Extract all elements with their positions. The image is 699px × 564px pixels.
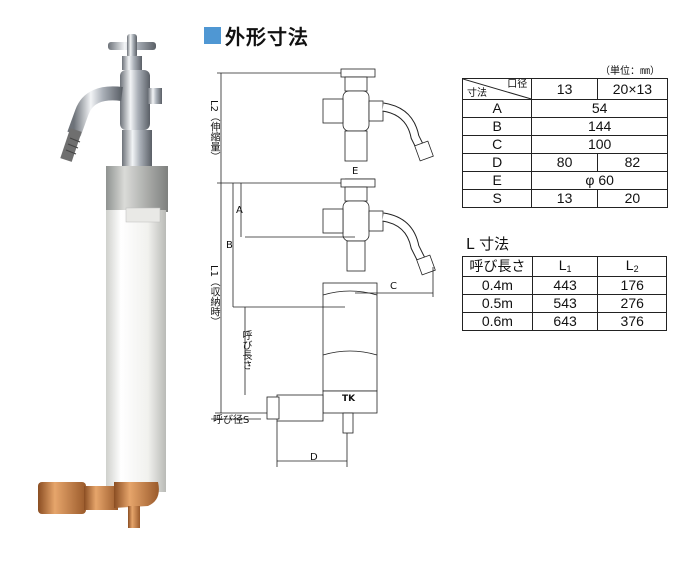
row-label: C bbox=[461, 135, 533, 154]
table-row: 0.6m 643 376 bbox=[462, 312, 667, 331]
table-cell: 376 bbox=[597, 312, 667, 331]
column-header: L2 bbox=[597, 256, 667, 277]
technical-drawing bbox=[211, 68, 436, 467]
table-cell: 0.4m bbox=[462, 276, 533, 295]
table-cell: 176 bbox=[597, 276, 667, 295]
table-cell: 0.6m bbox=[462, 312, 533, 331]
table-row: D 80 82 bbox=[461, 153, 669, 172]
row-label: A bbox=[461, 99, 533, 118]
label-l1: L1（収納時） bbox=[208, 265, 219, 327]
column-header: 呼び長さ bbox=[462, 256, 533, 277]
table-cell: 0.5m bbox=[462, 294, 533, 313]
table-cell: 80 bbox=[531, 153, 598, 172]
column-header: L1 bbox=[531, 256, 599, 277]
table-cell: 276 bbox=[597, 294, 667, 313]
label-nominal-length: 呼び長さ bbox=[240, 330, 251, 370]
table-cell: 20 bbox=[596, 189, 669, 208]
l2-subscript: 2 bbox=[633, 264, 639, 274]
l2-header: L bbox=[625, 257, 634, 273]
heading-text: 外形寸法 bbox=[225, 24, 309, 49]
brand-mark: TK bbox=[342, 394, 356, 404]
dimension-table: 口径 寸法 13 20×13 A 54 B 144 C 100 D 80 82 … bbox=[461, 78, 669, 208]
header-left-label: 寸法 bbox=[467, 88, 487, 99]
product-photo bbox=[38, 34, 168, 528]
column-header: 13 bbox=[531, 78, 598, 100]
table-row: B 144 bbox=[461, 117, 668, 136]
label-nominal-diameter: 呼び径S bbox=[213, 415, 250, 426]
table-cell: 82 bbox=[596, 153, 669, 172]
table-cell: 543 bbox=[531, 294, 599, 313]
table-cell: 13 bbox=[531, 189, 598, 208]
unit-note: （単位：㎜） bbox=[600, 66, 660, 77]
row-label: B bbox=[461, 117, 533, 136]
label-l2: L2（伸縮量） bbox=[208, 100, 219, 162]
row-label: D bbox=[461, 153, 533, 172]
table-cell: 54 bbox=[531, 99, 668, 118]
l-dimension-table: 呼び長さ L1 L2 0.4m 443 176 0.5m 543 276 0.6… bbox=[462, 256, 667, 331]
row-label: S bbox=[461, 189, 533, 208]
table-cell: 643 bbox=[531, 312, 599, 331]
table-cell: 144 bbox=[531, 117, 668, 136]
header-top-label: 口径 bbox=[507, 79, 528, 90]
table-row: C 100 bbox=[461, 135, 668, 154]
table-cell: 100 bbox=[531, 135, 668, 154]
label-d: D bbox=[310, 452, 318, 463]
table-row: S 13 20 bbox=[461, 189, 669, 208]
l1-header: L bbox=[558, 257, 567, 273]
table-cell: φ 60 bbox=[531, 171, 668, 190]
table-row: 0.5m 543 276 bbox=[462, 294, 667, 313]
label-e: E bbox=[352, 166, 359, 177]
row-label: E bbox=[461, 171, 533, 190]
heading-marker-icon bbox=[204, 26, 221, 44]
label-a: A bbox=[236, 205, 243, 216]
column-header: 20×13 bbox=[596, 78, 669, 100]
header-diagonal-cell: 口径 寸法 bbox=[461, 78, 533, 100]
table-row: E φ 60 bbox=[461, 171, 668, 190]
l-table-title: L 寸法 bbox=[466, 235, 510, 253]
label-b: B bbox=[226, 240, 233, 251]
table-cell: 443 bbox=[531, 276, 599, 295]
table-row: A 54 bbox=[461, 99, 668, 118]
table-row: 呼び長さ L1 L2 bbox=[462, 256, 667, 277]
section-heading: 外形寸法 bbox=[204, 22, 309, 49]
table-row: 口径 寸法 13 20×13 bbox=[461, 78, 669, 100]
label-c: C bbox=[390, 281, 397, 292]
table-row: 0.4m 443 176 bbox=[462, 276, 667, 295]
l1-subscript: 1 bbox=[566, 264, 572, 274]
